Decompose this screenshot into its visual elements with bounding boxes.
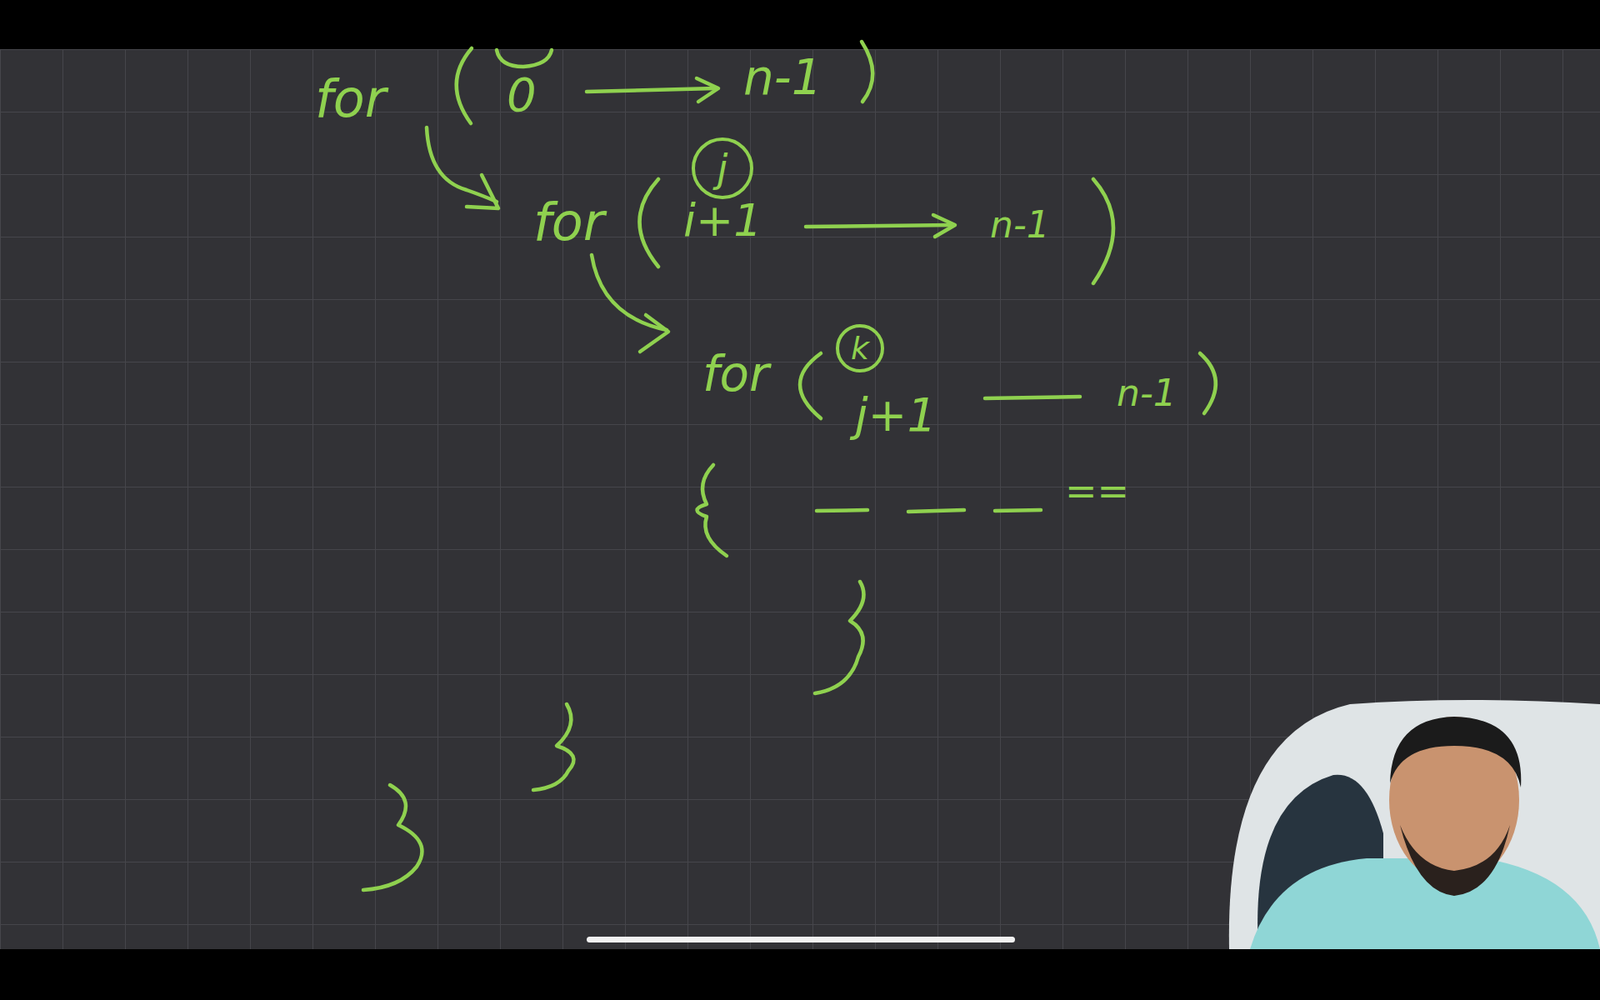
handwritten-text: 0 — [506, 71, 537, 119]
handwritten-text: == — [1065, 471, 1130, 510]
handwritten-text: for — [702, 350, 770, 399]
variable-letter: j — [717, 149, 729, 188]
circled-variable: k — [835, 324, 885, 373]
handwritten-text: j+1 — [855, 391, 937, 439]
handwritten-text: for — [315, 73, 386, 125]
handwritten-text: n-1 — [743, 53, 823, 102]
handwritten-text: for — [533, 196, 605, 249]
handwritten-text: n-1 — [1116, 375, 1177, 412]
circled-variable: j — [691, 137, 754, 200]
handwritten-text: n-1 — [990, 206, 1050, 244]
handwritten-text: i+1 — [683, 198, 763, 244]
variable-letter: k — [850, 332, 870, 365]
